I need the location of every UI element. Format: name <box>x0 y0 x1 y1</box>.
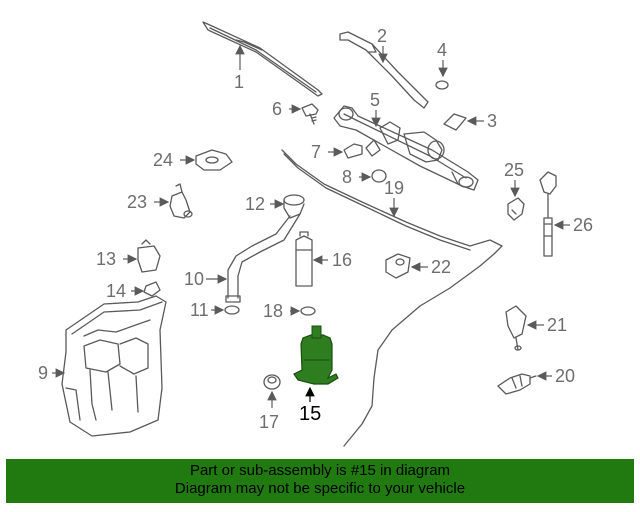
part-label-23: 23 <box>127 192 147 212</box>
bracket-7-part[interactable] <box>343 143 363 159</box>
part-label-16: 16 <box>332 250 352 270</box>
part-label-20: 20 <box>555 366 575 386</box>
wiper-linkage-part[interactable] <box>333 105 479 191</box>
part-label-1: 1 <box>234 72 244 92</box>
part-label-11: 11 <box>190 300 209 320</box>
nozzle-25-part[interactable] <box>507 197 525 221</box>
level-sensor-part[interactable] <box>295 231 313 287</box>
cap-14-part[interactable] <box>143 281 161 297</box>
part-label-14: 14 <box>106 281 126 301</box>
part-label-4: 4 <box>437 40 447 60</box>
clip-22-part[interactable] <box>385 253 411 279</box>
seal-18-part[interactable] <box>300 306 316 316</box>
nozzle-23-part[interactable] <box>169 183 193 219</box>
cap-3-part[interactable] <box>443 113 467 131</box>
part-label-2: 2 <box>377 26 387 46</box>
bracket-13-part[interactable] <box>137 239 161 273</box>
info-banner-bg <box>6 459 634 503</box>
cap-4-part[interactable] <box>435 80 449 90</box>
grommet-17-part[interactable] <box>263 374 281 390</box>
part-label-15: 15 <box>299 403 321 425</box>
sensor-26-part[interactable] <box>539 171 557 257</box>
filler-neck-part[interactable] <box>283 194 305 219</box>
nozzle-21-part[interactable] <box>505 305 527 351</box>
washer-hose-part[interactable] <box>281 149 503 447</box>
part-label-18: 18 <box>263 301 283 321</box>
part-label-26: 26 <box>573 215 593 235</box>
info-banner: Part or sub-assembly is #15 in diagram D… <box>6 459 634 503</box>
part-label-6: 6 <box>272 99 282 119</box>
part-label-19: 19 <box>384 178 404 198</box>
part-label-9: 9 <box>38 363 48 383</box>
part-label-25: 25 <box>504 160 524 180</box>
screw-6-part[interactable] <box>301 103 319 125</box>
nozzle-20-part[interactable] <box>497 373 537 395</box>
wiper-blade-part[interactable] <box>202 21 323 97</box>
part-label-7: 7 <box>311 142 321 162</box>
seal-24-part[interactable] <box>195 149 233 171</box>
banner-line-1: Part or sub-assembly is #15 in diagram <box>189 462 451 479</box>
washer-pump-part-15[interactable] <box>293 325 339 385</box>
grommet-11-part[interactable] <box>224 305 240 315</box>
part-label-8: 8 <box>342 167 352 187</box>
washer-reservoir-part[interactable] <box>61 295 167 437</box>
banner-line-2: Diagram may not be specific to your vehi… <box>174 480 466 497</box>
part-label-3: 3 <box>487 111 497 131</box>
part-label-22: 22 <box>431 257 451 277</box>
part-label-10: 10 <box>184 269 204 289</box>
part-label-5: 5 <box>370 90 380 110</box>
wiper-arm-part[interactable] <box>339 31 429 109</box>
grommet-8-part[interactable] <box>371 169 387 183</box>
part-label-24: 24 <box>153 150 173 170</box>
part-label-12: 12 <box>245 194 265 214</box>
filler-tube-part[interactable] <box>225 213 301 303</box>
part-label-13: 13 <box>96 249 116 269</box>
part-label-21: 21 <box>547 315 567 335</box>
part-label-17: 17 <box>259 412 279 432</box>
